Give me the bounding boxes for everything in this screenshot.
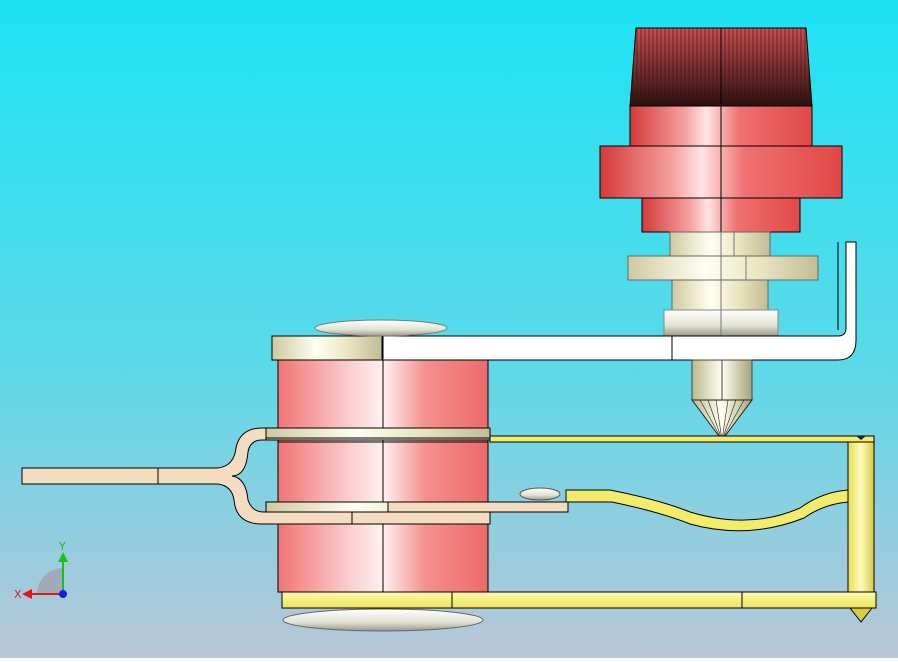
top-rivet-head [314, 319, 448, 337]
contact-arm-base [387, 501, 569, 513]
y-axis-arrow [58, 552, 68, 562]
threaded-stem[interactable] [627, 231, 819, 337]
terminal-lead[interactable] [21, 427, 569, 525]
y-axis-label: Y [58, 540, 66, 553]
terminal-tab [351, 511, 491, 525]
blade-rivet [519, 487, 561, 501]
bracket-boss [271, 335, 383, 361]
bimetal-coil-icon[interactable] [265, 336, 491, 593]
pin-top [856, 436, 866, 440]
stem-middle [671, 279, 769, 311]
tip-facets [699, 399, 745, 441]
adjust-knob-icon[interactable] [599, 27, 843, 233]
upper-strip [489, 435, 875, 443]
bracket-icon[interactable] [271, 241, 857, 361]
bottom-rivet-head [282, 608, 484, 632]
bottom-bar[interactable] [281, 591, 877, 609]
axis-triad-icon[interactable]: Y X [14, 540, 68, 601]
bottom-strip [281, 591, 877, 609]
terminal-strip [21, 427, 353, 525]
stem-upper [669, 231, 771, 257]
triad-quadrant [37, 568, 63, 594]
contact-pin-icon[interactable] [847, 436, 875, 623]
x-axis-label: X [14, 588, 22, 601]
lock-nut [627, 255, 819, 281]
pin-body [847, 441, 875, 595]
adjust-screw-tip [691, 359, 753, 441]
z-axis-origin [59, 590, 67, 598]
upper-contact-strip[interactable] [266, 435, 875, 443]
x-axis-arrow [22, 589, 32, 599]
